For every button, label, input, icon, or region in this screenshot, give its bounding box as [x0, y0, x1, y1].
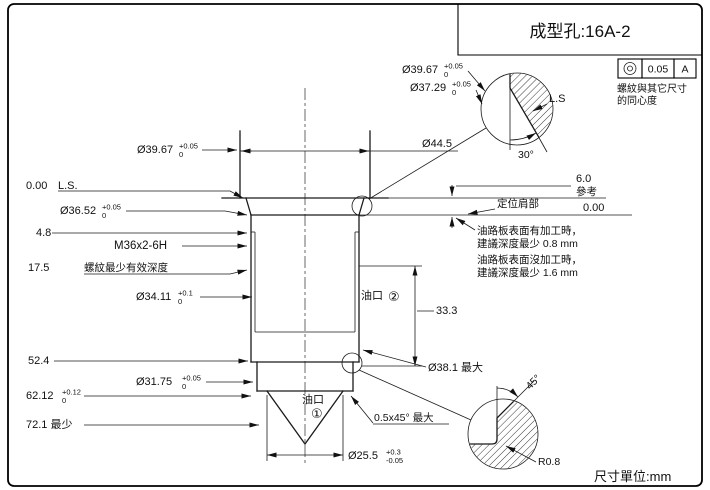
depth-4-8: 4.8 — [36, 227, 51, 239]
svg-text:+0.3: +0.3 — [386, 448, 401, 457]
thread-depth-note: 螺紋最少有效深度 — [84, 261, 168, 274]
svg-text:0: 0 — [102, 211, 106, 220]
drawing-title: 成型孔:16A-2 — [529, 22, 630, 41]
oil-port-2-label: 油口 — [361, 288, 383, 302]
dim-dia-3729: Ø37.29 — [410, 82, 446, 94]
note-unmachined-1: 油路板表面沒加工時， — [477, 253, 582, 266]
ref-6-0: 6.0 — [576, 173, 591, 185]
detail-marker-top — [351, 195, 373, 217]
units-label: 尺寸單位:mm — [594, 469, 671, 484]
depth-17-5: 17.5 — [28, 262, 49, 274]
datum-zero-right: 0.00 — [583, 202, 604, 214]
svg-text:0: 0 — [182, 382, 186, 391]
svg-text:0: 0 — [179, 150, 183, 159]
ls-label-left: L.S. — [58, 180, 78, 192]
svg-text:+0.05: +0.05 — [179, 142, 198, 151]
left-dimensions: Ø39.67 +0.05 0 0.00 L.S. Ø36.52 +0.05 0 … — [26, 142, 259, 431]
dim-dia-3967-left: Ø39.67 — [137, 144, 173, 156]
note-machined-1: 油路板表面有加工時， — [477, 224, 582, 237]
note-machined-2: 建議深度最少 0.8 mm — [477, 237, 578, 250]
detail-top-angle: 30° — [518, 149, 534, 161]
note-unmachined-2: 建議深度最少 1.6 mm — [477, 266, 578, 279]
chamfer-note: 0.5x45° 最大 — [374, 411, 434, 424]
svg-text:+0.12: +0.12 — [62, 388, 81, 397]
svg-text:0: 0 — [444, 70, 448, 79]
svg-text:+0.05: +0.05 — [452, 80, 471, 89]
fcf-note-line2: 的同心度 — [617, 94, 657, 107]
svg-text:+0.05: +0.05 — [444, 62, 463, 71]
datum-zero-left: 0.00 — [26, 180, 47, 192]
depth-52-4: 52.4 — [28, 355, 49, 367]
svg-text:+0.1: +0.1 — [178, 289, 193, 298]
dim-33-3: 33.3 — [436, 305, 457, 317]
dim-dia-445: Ø44.5 — [422, 138, 452, 150]
svg-text:-0.05: -0.05 — [386, 456, 403, 465]
dim-dia-255-group: Ø25.5 +0.3 -0.05 — [266, 395, 403, 465]
right-dimensions: 6.0 參考 定位肩部 0.00 油路板表面有加工時， 建議深度最少 0.8 m… — [350, 173, 632, 425]
fcf-tolerance: 0.05 — [648, 64, 669, 76]
svg-text:+0.05: +0.05 — [102, 203, 121, 212]
dim-dia-3967-top: Ø39.67 — [402, 64, 438, 76]
oil-port-labels: 油口 ② 油口 ① — [302, 288, 400, 421]
detail-leader-top — [368, 127, 487, 200]
ref-word: 參考 — [576, 185, 597, 198]
dim-dia-255: Ø25.5 — [348, 450, 378, 462]
oil-port-2-number: ② — [388, 289, 400, 304]
depth-62-12: 62.12 — [26, 390, 54, 402]
thread-spec: M36x2-6H — [114, 240, 167, 252]
detail-bottom-radius: R0.8 — [538, 456, 560, 468]
svg-text:+0.05: +0.05 — [182, 374, 201, 383]
fcf-datum: A — [681, 64, 688, 76]
concentricity-symbol-icon — [623, 62, 637, 75]
detail-top-ls-label: L.S — [549, 93, 566, 105]
dim-dia-3175: Ø31.75 — [136, 376, 172, 388]
feature-control-frame: 0.05 A 螺紋與其它尺寸 的同心度 — [617, 58, 697, 107]
fcf-note-line1: 螺紋與其它尺寸 — [617, 82, 687, 95]
detail-leader-bottom — [358, 369, 472, 421]
oil-port-1-label: 油口 — [302, 392, 324, 406]
depth-72-1: 72.1 最少 — [26, 418, 72, 431]
dim-dia-381: Ø38.1 最大 — [428, 360, 483, 374]
svg-text:0: 0 — [178, 297, 182, 306]
svg-text:0: 0 — [62, 396, 66, 405]
dim-dia-3411: Ø34.11 — [136, 291, 171, 303]
dim-dia-445-group: Ø44.5 — [240, 138, 458, 154]
thread-lines — [251, 231, 359, 333]
detail-marker-bottom — [341, 352, 363, 374]
oil-port-1-number: ① — [311, 406, 323, 421]
dim-dia-3652: Ø36.52 — [60, 205, 96, 217]
title-box — [457, 4, 702, 56]
locating-shoulder-label: 定位肩部 — [497, 197, 539, 210]
svg-text:0: 0 — [452, 88, 456, 97]
part-outline — [221, 130, 389, 446]
